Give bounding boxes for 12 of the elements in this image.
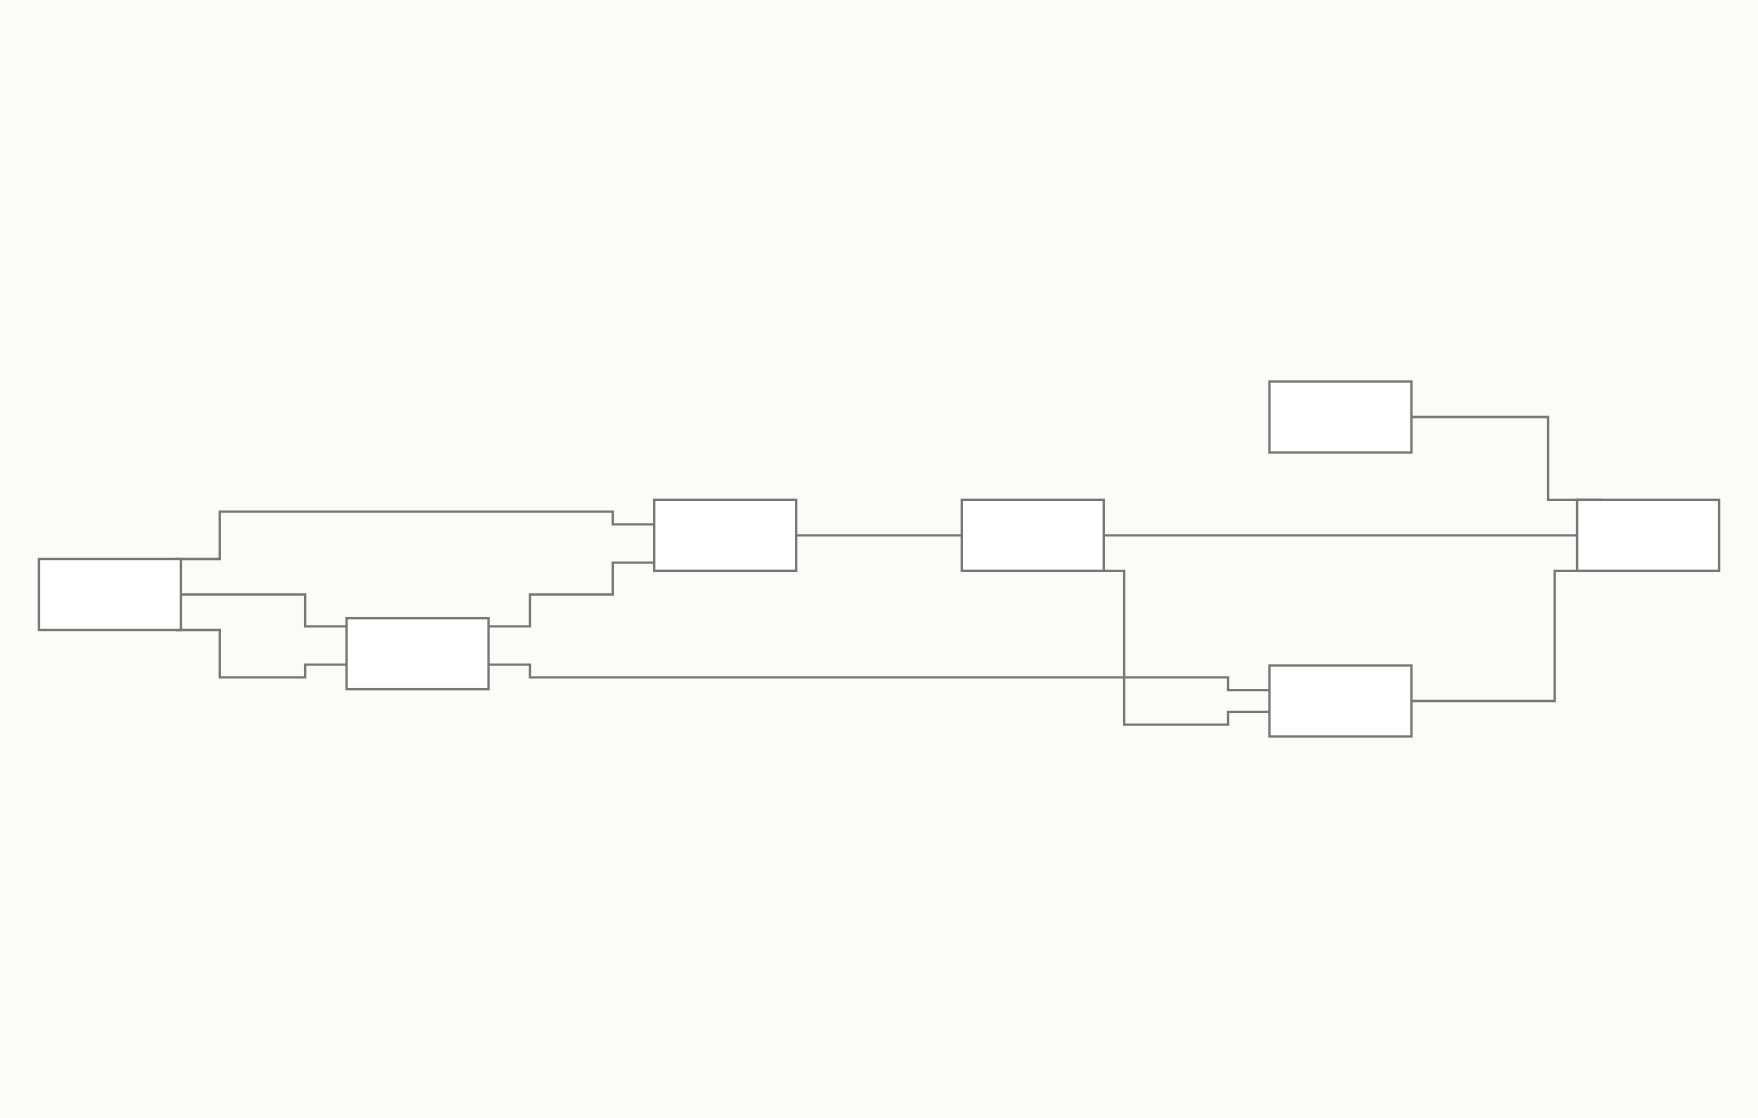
node-box: [1268, 380, 1413, 454]
node-box: [1575, 498, 1721, 572]
connector: [180, 593, 347, 628]
connector: [488, 663, 1270, 692]
node-box: [653, 498, 798, 572]
node-box: [1268, 664, 1413, 738]
node-box: [960, 498, 1105, 572]
connector: [796, 534, 962, 537]
node-box: [37, 557, 183, 632]
node-box: [345, 616, 490, 691]
connector: [488, 561, 655, 628]
connector: [1103, 534, 1578, 537]
